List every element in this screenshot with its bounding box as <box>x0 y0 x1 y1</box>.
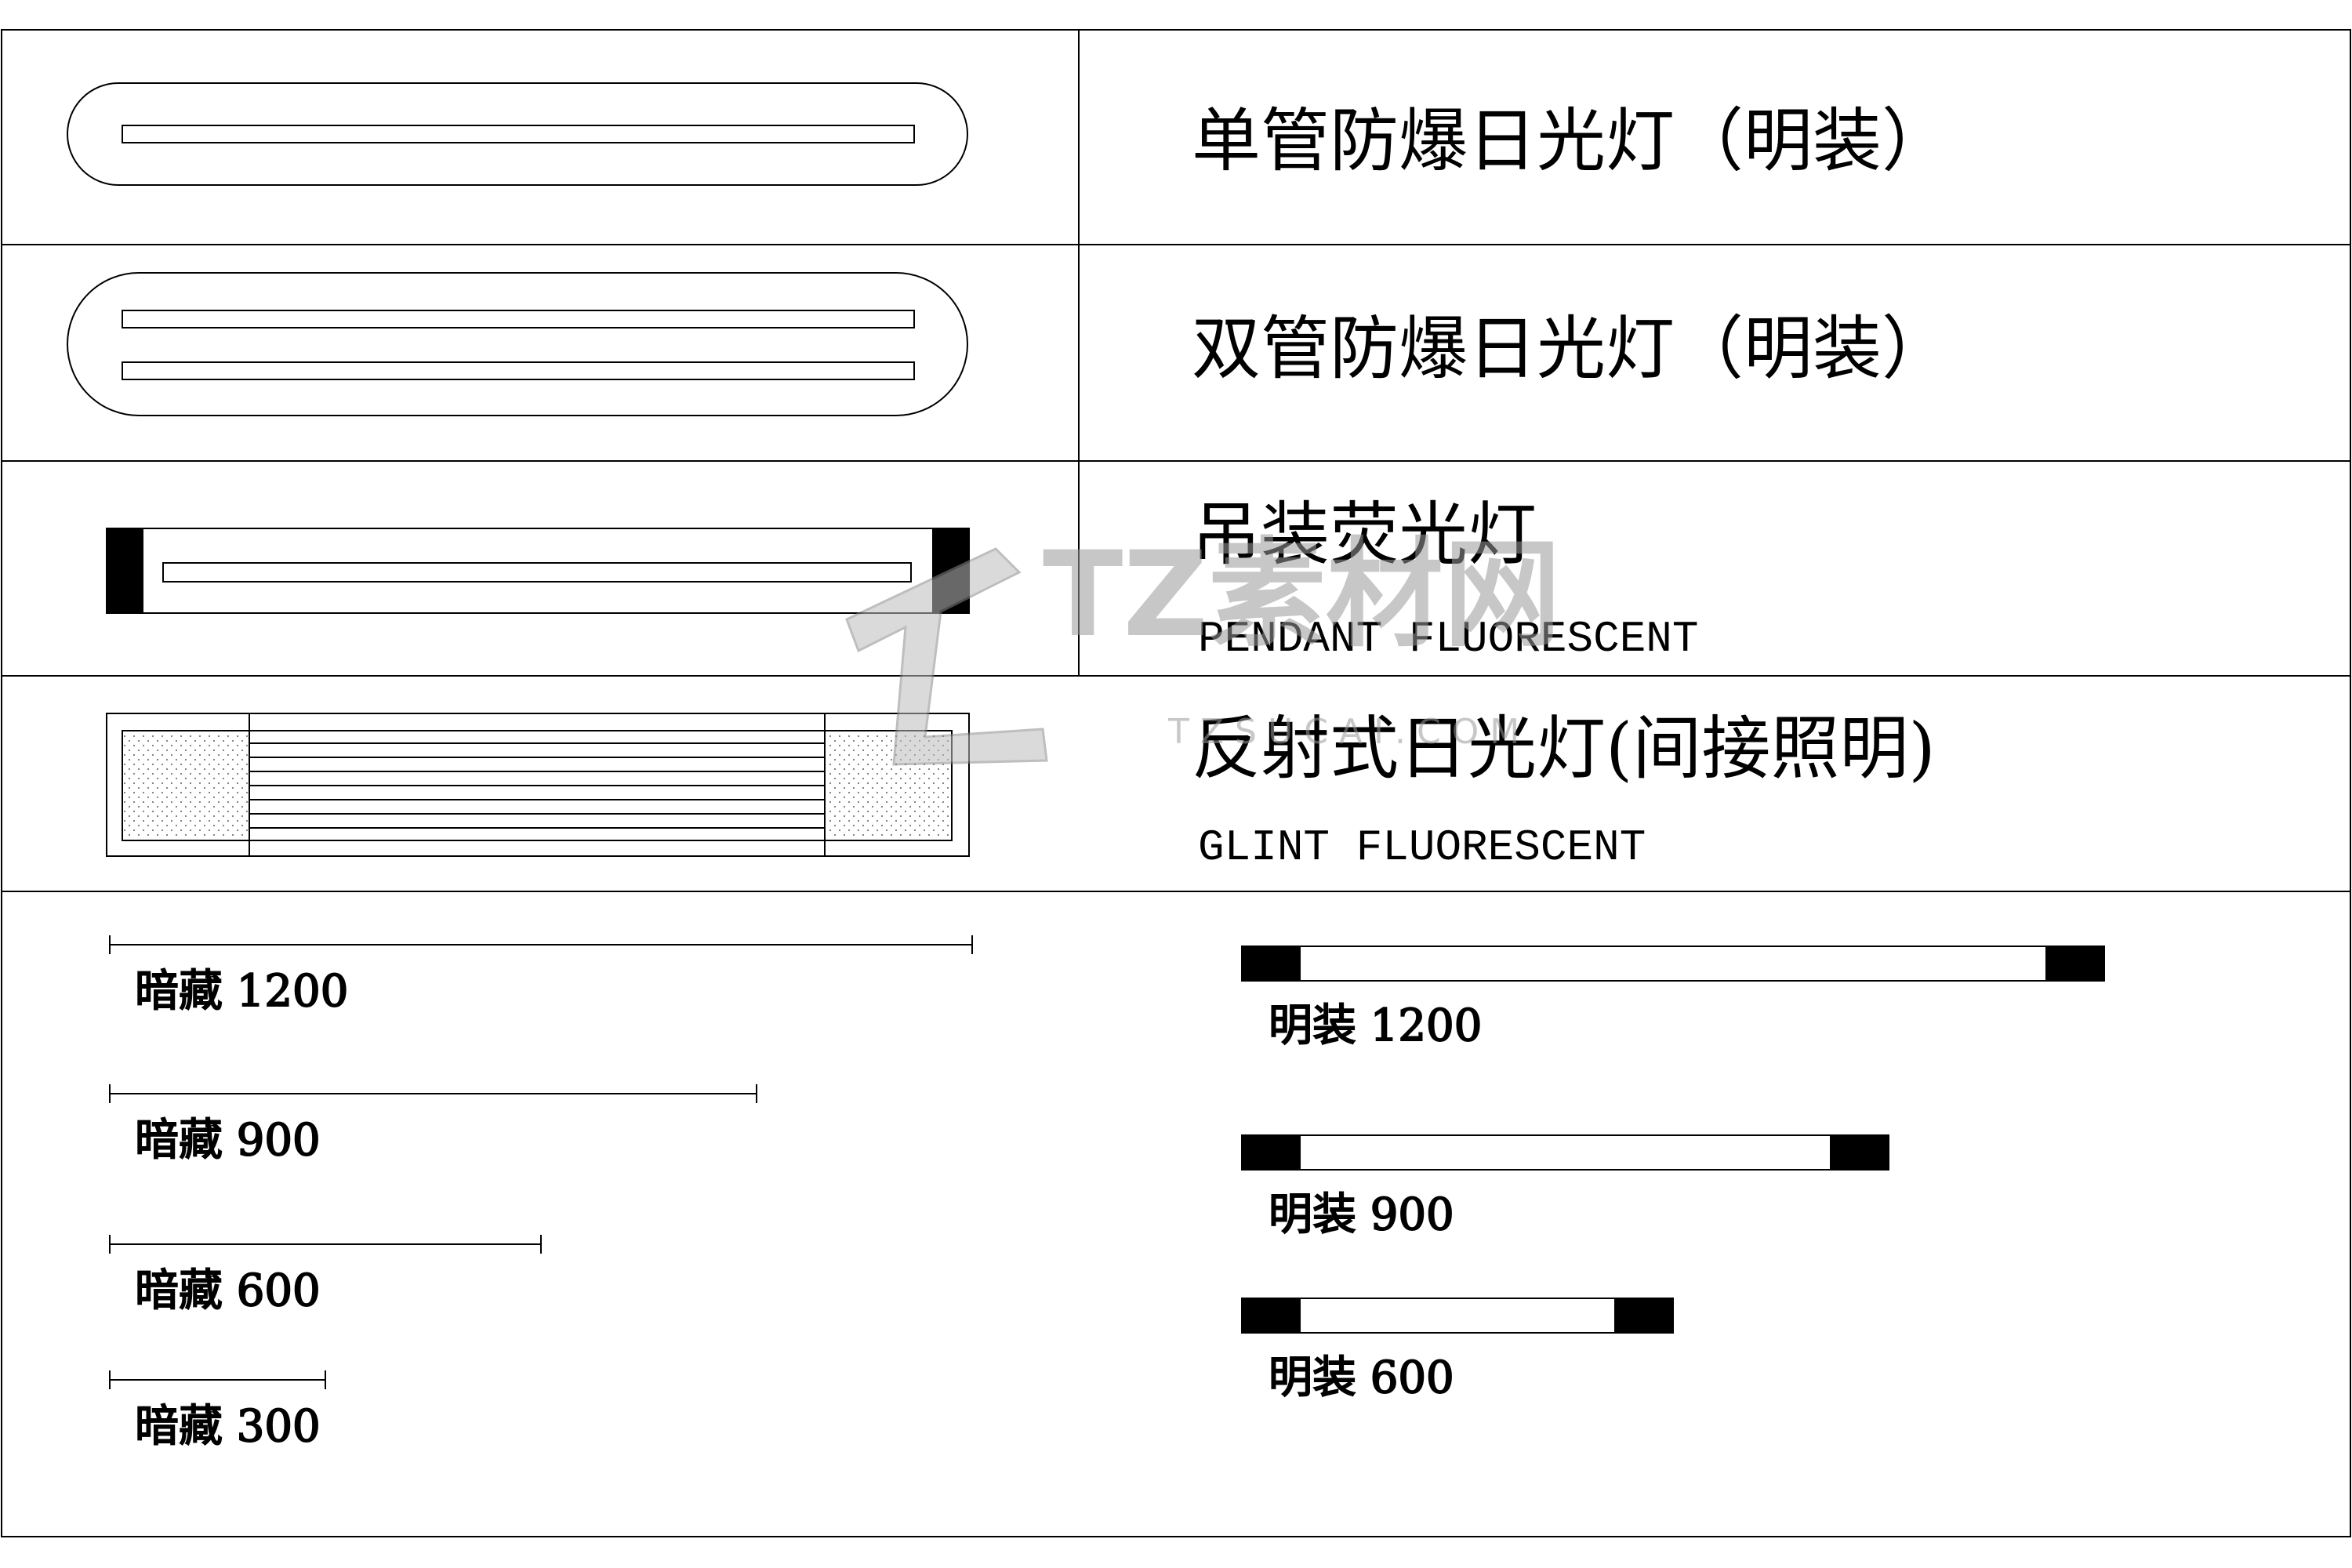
watermark: TZ素材网 TZSUCAI.COM <box>845 527 1561 766</box>
end-cap-left <box>1241 946 1301 982</box>
inner-frame <box>122 730 953 841</box>
outer-frame <box>1 29 2351 1537</box>
concealed-fixtures: 暗藏 1200 暗藏 900 暗藏 600 暗藏 300 <box>109 935 973 1453</box>
fixture-body <box>1241 946 2105 982</box>
symbol-double-tube-explosion-proof <box>67 272 968 416</box>
surface-fixture: 明装 1200 <box>1241 946 2105 1052</box>
surface-label: 明装 900 <box>1269 1189 1454 1240</box>
surface-label: 明装 600 <box>1269 1352 1454 1403</box>
concealed-label: 暗藏 900 <box>135 1115 321 1166</box>
concealed-fixture: 暗藏 300 <box>109 1370 326 1453</box>
end-cap-right <box>1830 1134 1889 1171</box>
row-3-sublabel: PENDANT FLUORESCENT <box>1198 614 1699 664</box>
surface-fixture: 明装 600 <box>1241 1298 1674 1404</box>
symbol-single-tube-explosion-proof <box>67 82 968 186</box>
concealed-fixture: 暗藏 900 <box>109 1084 757 1167</box>
row-1-label: 单管防爆日光灯（明装） <box>1192 100 1951 181</box>
end-cap-left <box>106 528 143 614</box>
tube <box>162 562 912 583</box>
concealed-fixture: 暗藏 1200 <box>109 935 973 1018</box>
fixture-body <box>106 528 970 614</box>
surface-mounted-fixtures: 明装 1200 明装 900 明装 600 <box>1241 946 2105 1404</box>
fixture-body <box>1241 1298 1674 1334</box>
concealed-label: 暗藏 1200 <box>135 966 348 1017</box>
end-cap-left <box>1241 1134 1301 1171</box>
watermark-subtext: TZSUCAI.COM <box>1167 712 1530 752</box>
legend-table-grid <box>1 29 2351 1537</box>
surface-fixture: 明装 900 <box>1241 1134 1889 1241</box>
concealed-label: 暗藏 600 <box>135 1265 321 1316</box>
row-3-label: 吊装荧光灯 <box>1192 494 1537 575</box>
concealed-fixture: 暗藏 600 <box>109 1235 542 1317</box>
tube-upper <box>122 310 915 328</box>
row-4-label: 反射式日光灯(间接照明) <box>1192 708 1936 789</box>
louver-lines <box>249 742 825 829</box>
reflector-left <box>124 732 248 839</box>
fixture-body <box>67 82 968 186</box>
end-cap-right <box>1614 1298 1674 1334</box>
row-4-sublabel: GLINT FLUORESCENT <box>1198 822 1646 873</box>
watermark-text: TZ素材网 <box>1043 527 1561 663</box>
row-2-label: 双管防爆日光灯（明装） <box>1192 308 1951 389</box>
watermark-logo-icon <box>845 547 1048 766</box>
symbol-pendant-fluorescent <box>106 528 970 614</box>
tube <box>122 125 915 143</box>
end-cap-left <box>1241 1298 1301 1334</box>
concealed-label: 暗藏 300 <box>135 1401 321 1452</box>
end-cap-right <box>2045 946 2105 982</box>
symbol-reflective-fluorescent <box>106 713 970 857</box>
tube-lower <box>122 361 915 380</box>
fixture-body <box>106 713 970 857</box>
surface-label: 明装 1200 <box>1269 1000 1482 1051</box>
fixture-body <box>67 272 968 416</box>
fixture-body <box>1241 1134 1889 1171</box>
